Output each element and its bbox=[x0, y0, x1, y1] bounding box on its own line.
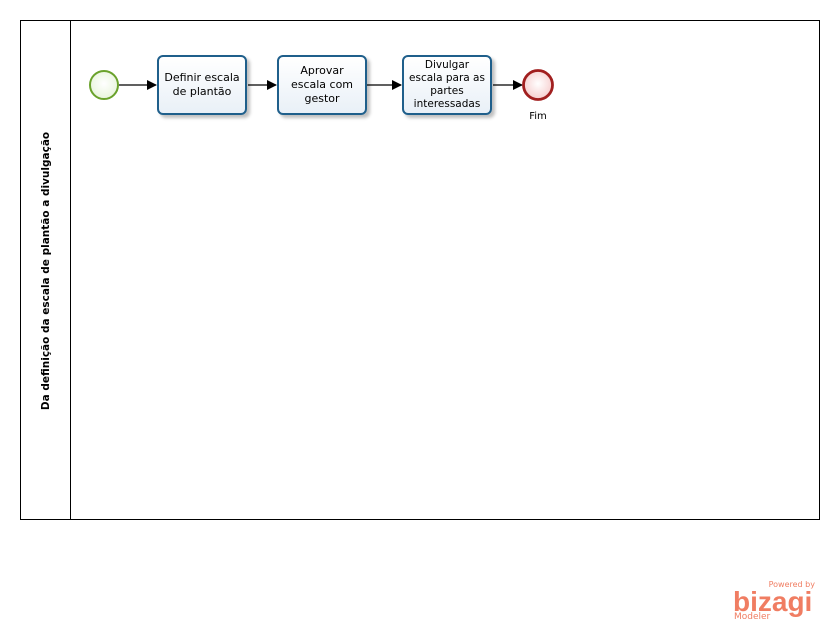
task-definir-escala[interactable]: Definir escala de plantão bbox=[157, 55, 247, 115]
pool-header[interactable]: Da definição da escala de plantão a divu… bbox=[21, 21, 71, 519]
end-event-label: Fim bbox=[529, 111, 547, 122]
bizagi-logo: Powered by bizagi Modeler bbox=[733, 580, 823, 625]
task-label: Divulgar escala para as partes interessa… bbox=[409, 59, 485, 110]
task-divulgar-escala[interactable]: Divulgar escala para as partes interessa… bbox=[402, 55, 492, 115]
modeler-text: Modeler bbox=[734, 612, 771, 622]
pool[interactable]: Da definição da escala de plantão a divu… bbox=[20, 20, 820, 520]
task-label: Definir escala de plantão bbox=[164, 71, 240, 98]
bizagi-wordmark: bizagi bbox=[733, 586, 813, 617]
powered-by-text: Powered by bbox=[768, 580, 815, 589]
task-aprovar-escala[interactable]: Aprovar escala com gestor bbox=[277, 55, 367, 115]
pool-title: Da definição da escala de plantão a divu… bbox=[40, 131, 52, 411]
task-label: Aprovar escala com gestor bbox=[290, 64, 354, 105]
